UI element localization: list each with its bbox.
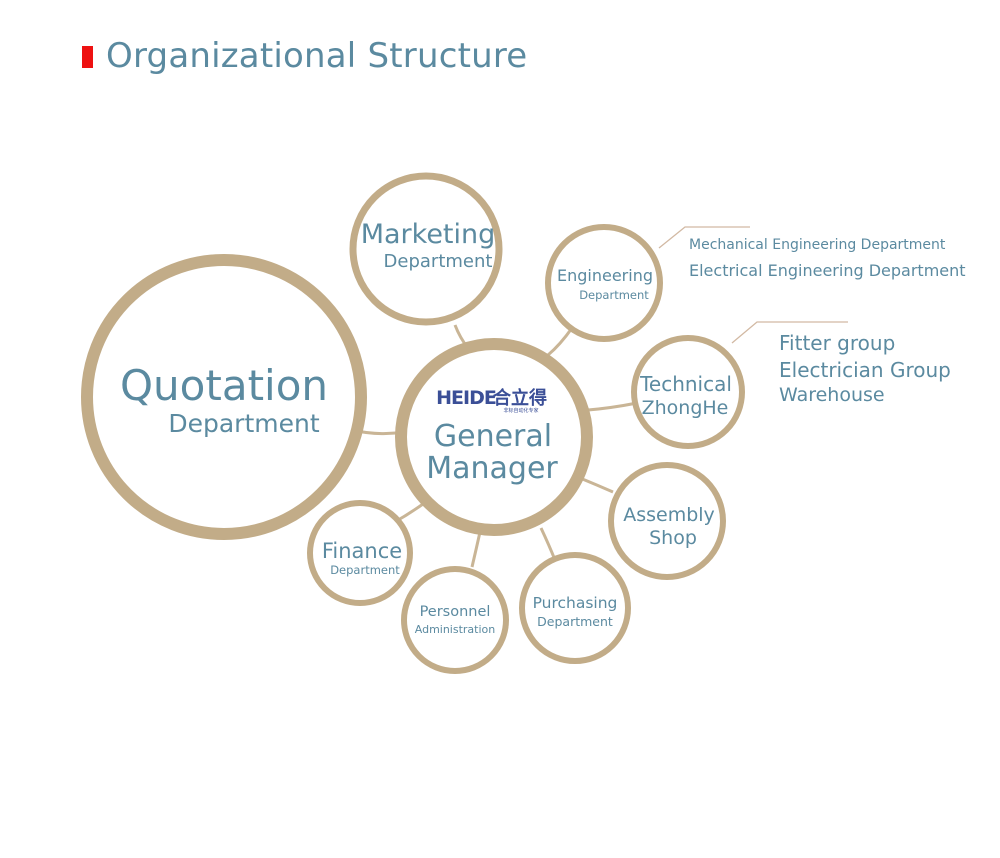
connector-purchasing <box>539 527 557 561</box>
logo-tagline: 非标自动化专家 <box>503 407 538 414</box>
node-personnel: Personnel Administration <box>401 566 509 674</box>
connector-assembly <box>579 476 614 494</box>
leader-line-technical <box>731 321 848 344</box>
node-general-manager: HEIDE 合立得 非标自动化专家 General Manager <box>395 338 593 536</box>
node-marketing: Marketing Department <box>349 172 503 326</box>
node-engineering-subtitle: Department <box>579 288 649 302</box>
technical-subunit: Warehouse <box>779 384 885 406</box>
node-purchasing-subtitle: Department <box>537 614 613 629</box>
node-quotation-title: Quotation <box>120 361 328 410</box>
connector-engineering <box>547 327 574 357</box>
technical-subunit: Electrician Group <box>779 358 951 382</box>
node-personnel-title: Personnel <box>420 604 491 620</box>
center-title-line2: Manager <box>426 451 558 486</box>
node-assembly: Assembly Shop <box>608 462 726 580</box>
node-marketing-title: Marketing <box>361 219 496 250</box>
node-purchasing-title: Purchasing <box>533 594 618 612</box>
connector-personnel <box>470 531 482 568</box>
node-finance: Finance Department <box>307 500 413 606</box>
section-marker <box>82 46 93 68</box>
node-assembly-subtitle: Shop <box>649 527 697 549</box>
leader-line-engineering <box>658 226 750 249</box>
node-personnel-subtitle: Administration <box>415 623 496 636</box>
node-assembly-title: Assembly <box>623 504 715 526</box>
node-finance-subtitle: Department <box>330 563 400 577</box>
logo-latin: HEIDE <box>436 387 496 409</box>
node-purchasing: Purchasing Department <box>519 552 631 664</box>
company-logo: HEIDE 合立得 非标自动化专家 <box>436 387 547 414</box>
node-quotation-subtitle: Department <box>168 409 319 438</box>
node-technical: Technical ZhongHe <box>631 335 745 449</box>
node-engineering-title: Engineering <box>557 266 653 285</box>
page-title: Organizational Structure <box>106 36 528 76</box>
engineering-subunit: Mechanical Engineering Department <box>689 237 946 253</box>
connector-technical <box>587 401 638 412</box>
node-technical-subtitle: ZhongHe <box>642 397 729 419</box>
node-marketing-subtitle: Department <box>384 251 493 272</box>
engineering-subunit: Electrical Engineering Department <box>689 261 966 280</box>
node-finance-title: Finance <box>322 539 402 563</box>
center-title-line1: General <box>434 419 552 454</box>
node-quotation: Quotation Department <box>81 254 367 540</box>
technical-subunit: Fitter group <box>779 331 896 355</box>
logo-cjk: 合立得 <box>493 387 547 409</box>
node-engineering: Engineering Department <box>545 224 663 342</box>
node-technical-title: Technical <box>639 372 732 396</box>
